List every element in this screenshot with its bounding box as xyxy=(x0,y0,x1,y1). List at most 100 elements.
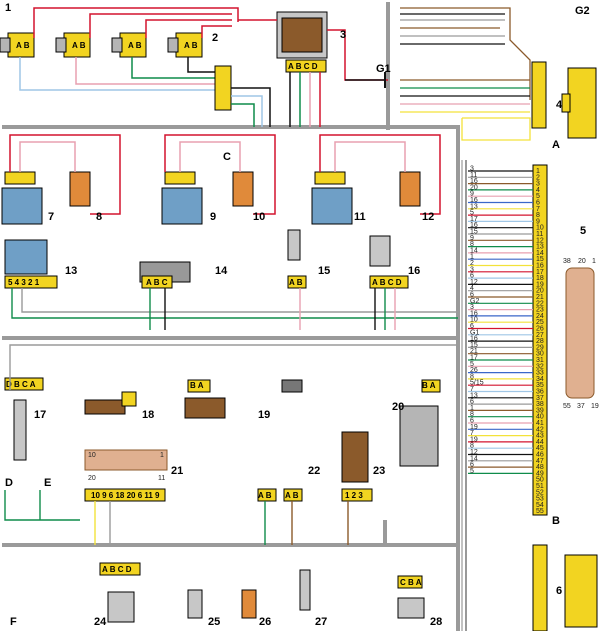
block5-pin-9: 9 xyxy=(536,218,540,225)
block5-pin-17: 17 xyxy=(536,269,544,276)
label-1: 1 xyxy=(5,2,11,14)
right-wire-label: 8 xyxy=(470,373,474,380)
block5-pin-labels: 1234567891011121314151617181920212223242… xyxy=(536,168,544,515)
right-wire-label: 8 xyxy=(470,241,474,248)
block5-pin-48: 48 xyxy=(536,464,544,471)
label-a: A xyxy=(552,139,560,151)
maf-sensor-13: 5 4 3 2 1 xyxy=(4,239,58,289)
svg-text:A B: A B xyxy=(16,41,30,50)
right-wire-label: 3 xyxy=(470,266,474,273)
block5-pin-14: 14 xyxy=(536,250,544,257)
svg-text:C B A: C B A xyxy=(400,578,422,587)
right-wire-label: 6 xyxy=(470,418,474,425)
block5-pin-39: 39 xyxy=(536,407,544,414)
block5-pin-2: 2 xyxy=(536,174,540,181)
connector-4 xyxy=(531,61,597,139)
injector-2: A B xyxy=(55,32,91,58)
right-wire-label: 16 xyxy=(470,310,478,317)
right-wire-label: 14 xyxy=(470,247,478,254)
right-wire-label: 8 xyxy=(470,443,474,450)
label-f: F xyxy=(10,616,17,628)
label-26: 26 xyxy=(259,616,271,628)
frame-lines xyxy=(2,2,460,631)
right-wire-label: 19 xyxy=(470,424,478,431)
block5-pin-15: 15 xyxy=(536,256,544,263)
block5-pin-10: 10 xyxy=(536,225,544,232)
svg-text:1 2 3: 1 2 3 xyxy=(345,491,363,500)
right-wire-label: 1 xyxy=(470,254,474,261)
svg-text:1: 1 xyxy=(592,258,596,265)
svg-text:B A: B A xyxy=(422,381,436,390)
block5-pin-11: 11 xyxy=(536,231,543,238)
label-8: 8 xyxy=(96,211,102,223)
svg-text:B A: B A xyxy=(190,381,204,390)
block5-pin-51: 51 xyxy=(536,483,544,490)
right-wire-label: 9 xyxy=(470,235,474,242)
right-wire-label: 11 xyxy=(470,172,477,179)
block5-pin-23: 23 xyxy=(536,307,544,314)
svg-text:A B: A B xyxy=(258,491,272,500)
label-9: 9 xyxy=(210,211,216,223)
canister-20 xyxy=(399,379,441,467)
label-14: 14 xyxy=(215,265,228,277)
label-20: 20 xyxy=(392,401,404,413)
label-5: 5 xyxy=(580,225,586,237)
label-6: 6 xyxy=(556,585,562,597)
label-g1: G1 xyxy=(376,63,391,75)
block5-pin-18: 18 xyxy=(536,275,544,282)
label-18: 18 xyxy=(142,409,154,421)
svg-text:A B C D: A B C D xyxy=(288,62,318,71)
block5-pin-55: 55 xyxy=(536,508,544,515)
block5-pin-7: 7 xyxy=(536,206,540,213)
block5-pin-50: 50 xyxy=(536,477,544,484)
svg-text:37: 37 xyxy=(577,403,585,410)
block5-pin-4: 4 xyxy=(536,187,540,194)
top-right-wires xyxy=(400,7,531,141)
block5-pin-3: 3 xyxy=(536,181,540,188)
svg-text:38: 38 xyxy=(563,258,571,265)
sensor-16: A B C D xyxy=(369,235,409,289)
right-wire-label: 6 xyxy=(470,273,474,280)
right-wire-label: 13 xyxy=(470,203,478,210)
block5-pin-35: 35 xyxy=(536,382,544,389)
right-wire-label: 19 xyxy=(470,436,478,443)
right-wire-label: 16 xyxy=(470,222,478,229)
label-27: 27 xyxy=(315,616,327,628)
svg-text:D B C A: D B C A xyxy=(6,380,36,389)
svg-text:10: 10 xyxy=(88,452,96,459)
ignition-module: A B C D xyxy=(276,11,328,73)
right-wire-label: 10 xyxy=(470,317,478,324)
block5-pin-29: 29 xyxy=(536,344,544,351)
right-wire-label: 16 xyxy=(470,178,478,185)
sensor-26 xyxy=(241,589,257,619)
svg-text:1: 1 xyxy=(160,452,164,459)
label-22: 22 xyxy=(308,465,320,477)
right-wire-label: G1 xyxy=(470,329,479,336)
block5-pin-1: 1 xyxy=(536,168,540,175)
svg-text:20: 20 xyxy=(88,475,96,482)
block5-pin-6: 6 xyxy=(536,200,540,207)
sensor-11 xyxy=(311,171,421,225)
block5-pin-52: 52 xyxy=(536,489,544,496)
right-wire-label: 5 xyxy=(470,210,474,217)
label-4: 4 xyxy=(556,99,563,111)
label-23: 23 xyxy=(373,465,385,477)
ecu-connector-5 xyxy=(532,164,595,516)
block5-pin-32: 32 xyxy=(536,363,544,370)
right-wire-label: 12 xyxy=(470,449,478,456)
block5-pin-26: 26 xyxy=(536,326,544,333)
right-wire-label: 3 xyxy=(470,166,474,173)
block5-pin-43: 43 xyxy=(536,433,544,440)
right-wire-label: 2 xyxy=(470,260,474,267)
block5-pin-20: 20 xyxy=(536,288,544,295)
zone2-wires xyxy=(9,134,441,215)
block5-pin-40: 40 xyxy=(536,414,544,421)
svg-text:19: 19 xyxy=(591,403,599,410)
svg-text:20: 20 xyxy=(578,258,586,265)
block5-pin-12: 12 xyxy=(536,237,544,244)
ignition-wires xyxy=(231,19,388,127)
throttle-sensor-14: A B C xyxy=(139,261,191,289)
fuel-pump-24 xyxy=(99,562,141,623)
block5-pin-22: 22 xyxy=(536,300,544,307)
